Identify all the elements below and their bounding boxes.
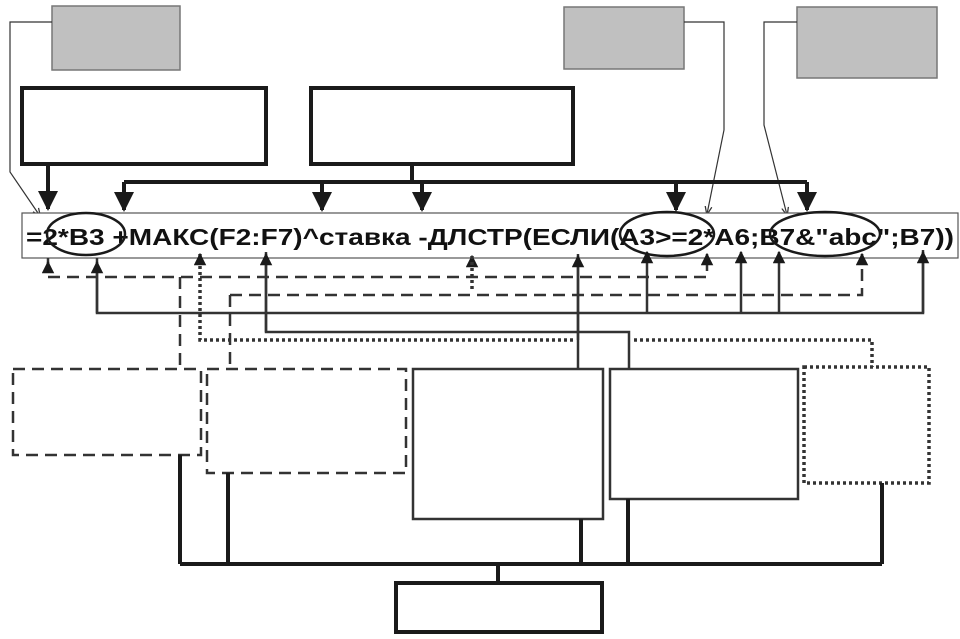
bottom-box bbox=[394, 581, 604, 634]
bottom-tree-lines bbox=[178, 455, 884, 583]
top-box-left bbox=[20, 86, 268, 166]
lower-box-solid-right bbox=[608, 367, 800, 501]
lower-box-dotted-right bbox=[802, 365, 931, 485]
solid-reference-lines bbox=[90, 250, 930, 368]
ellipse-2xB3 bbox=[45, 211, 127, 257]
top-box-right bbox=[309, 86, 575, 166]
leader-line-right bbox=[763, 21, 797, 215]
gray-label-box-left bbox=[51, 5, 181, 71]
lower-box-dashed-left bbox=[11, 367, 203, 457]
leader-line-middle bbox=[684, 21, 725, 214]
ellipse-B7-concat bbox=[768, 210, 882, 258]
ellipse-A3-condition bbox=[618, 210, 716, 258]
gray-label-box-right bbox=[796, 6, 938, 79]
lower-box-solid-left bbox=[411, 367, 605, 521]
dotted-reference-lines bbox=[198, 254, 874, 367]
formula-text: =2*B3 +МАКС(F2:F7)^ставка -ДЛСТР(ЕСЛИ(A3… bbox=[26, 224, 954, 250]
formula-bar bbox=[21, 212, 959, 259]
gray-label-box-middle bbox=[563, 6, 685, 70]
top-right-bracket-arrows bbox=[114, 164, 817, 212]
leader-line-left bbox=[9, 21, 52, 216]
lower-box-dashed-middle bbox=[205, 367, 408, 475]
